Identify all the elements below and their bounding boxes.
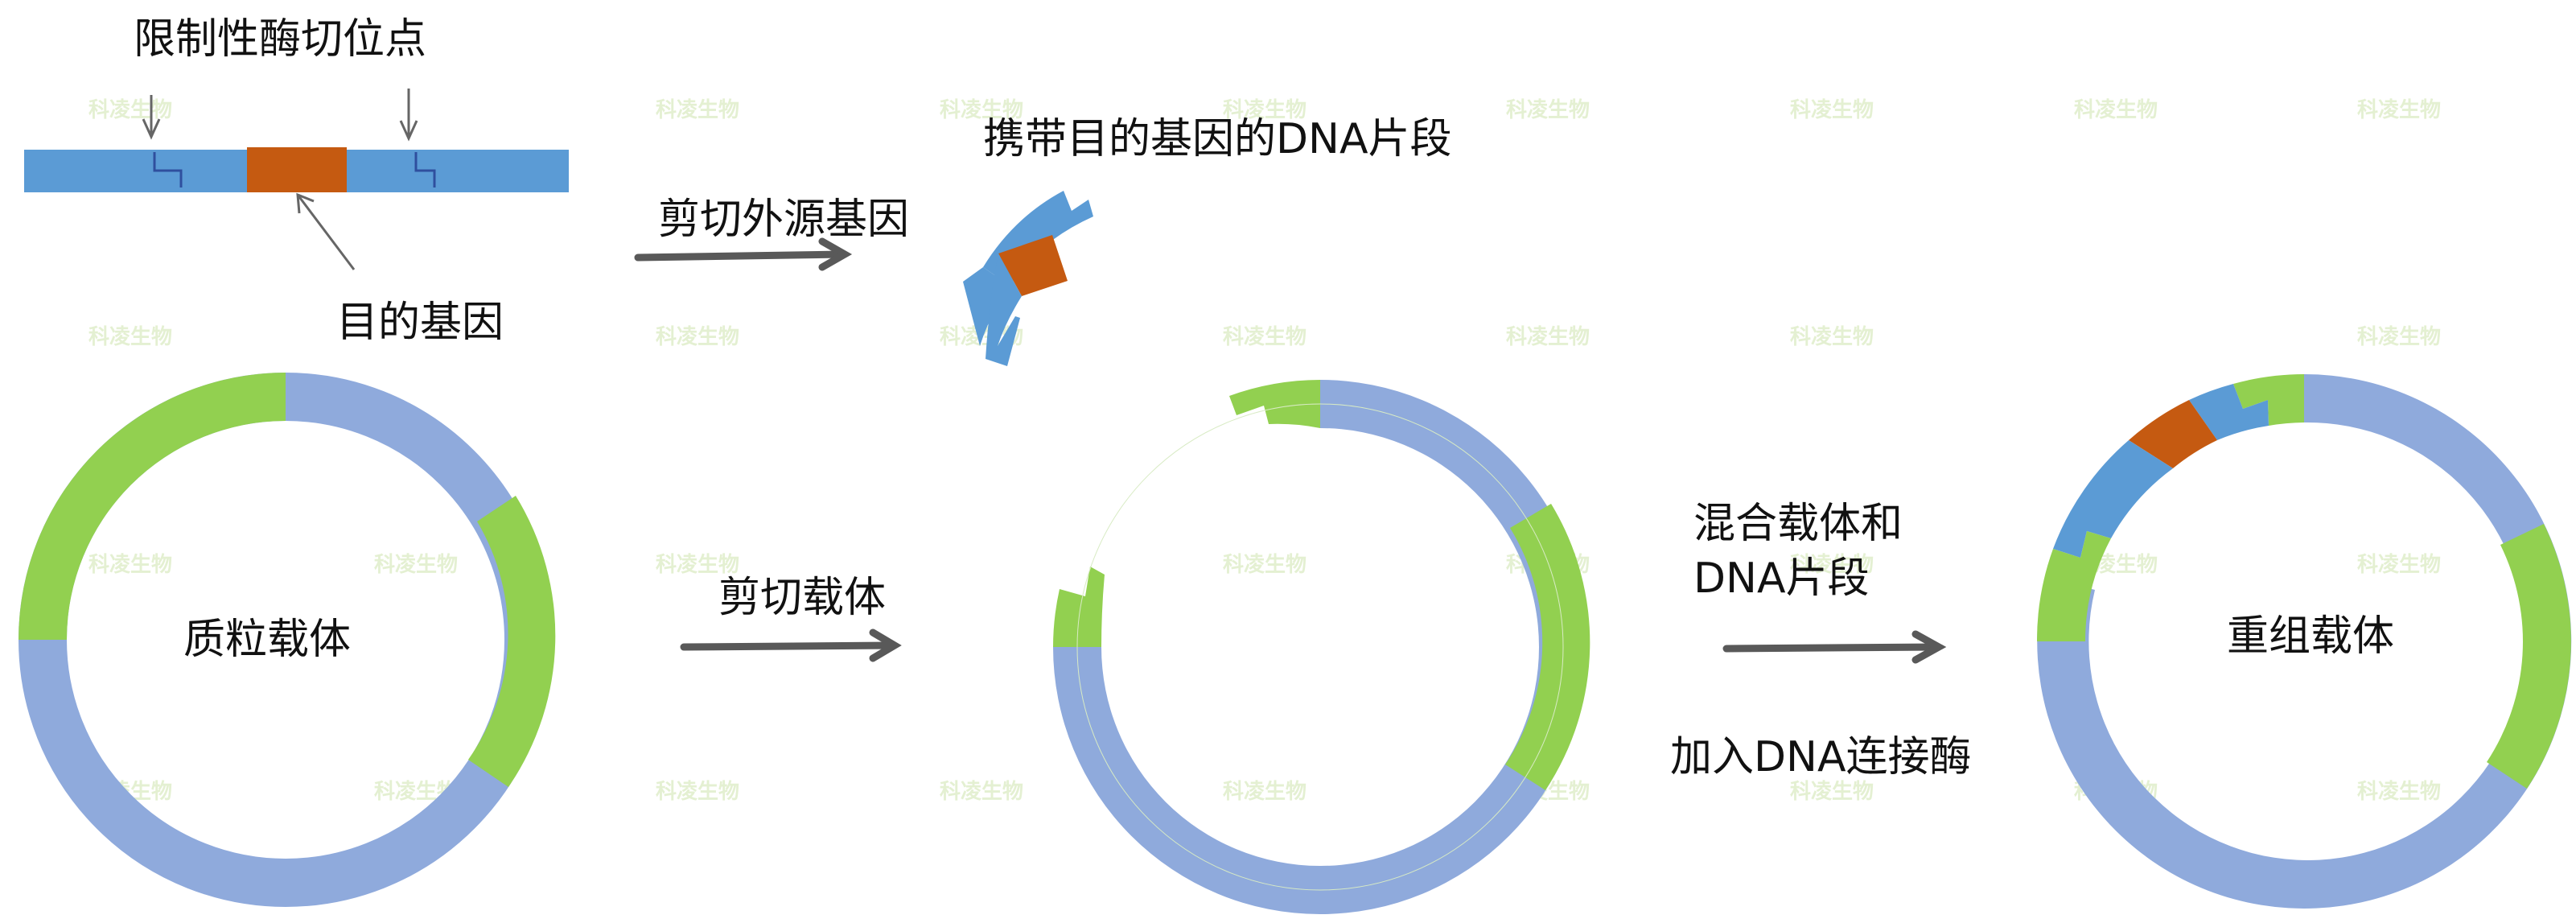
svg-text:科凌生物: 科凌生物 bbox=[2074, 98, 2158, 122]
mix-label-line2: DNA片段 bbox=[1693, 554, 1870, 603]
cut-foreign-gene-label: 剪切外源基因 bbox=[658, 196, 909, 244]
target-gene-segment bbox=[247, 147, 347, 192]
target-gene-label: 目的基因 bbox=[336, 299, 504, 347]
cut-site-left-icon bbox=[153, 152, 183, 188]
dna-fragment-label: 携带目的基因的DNA片段 bbox=[983, 115, 1452, 163]
svg-text:科凌生物: 科凌生物 bbox=[656, 553, 739, 577]
plasmid-vector-label: 质粒载体 bbox=[183, 616, 351, 664]
svg-text:科凌生物: 科凌生物 bbox=[1506, 325, 1590, 349]
svg-text:科凌生物: 科凌生物 bbox=[1790, 98, 1874, 122]
process-arrow-icon bbox=[1722, 630, 1947, 664]
svg-text:科凌生物: 科凌生物 bbox=[1223, 325, 1307, 349]
svg-text:科凌生物: 科凌生物 bbox=[88, 98, 172, 122]
svg-text:科凌生物: 科凌生物 bbox=[940, 780, 1023, 804]
svg-text:科凌生物: 科凌生物 bbox=[656, 325, 739, 349]
svg-text:科凌生物: 科凌生物 bbox=[1223, 780, 1307, 804]
svg-text:科凌生物: 科凌生物 bbox=[940, 98, 1023, 122]
svg-text:科凌生物: 科凌生物 bbox=[656, 98, 739, 122]
plasmid-vector-ring bbox=[19, 373, 556, 907]
pointer-arrows bbox=[142, 89, 418, 270]
svg-text:科凌生物: 科凌生物 bbox=[1223, 553, 1307, 577]
cut-vector-ring bbox=[1053, 380, 1590, 914]
svg-text:科凌生物: 科凌生物 bbox=[88, 553, 172, 577]
foreign-dna-strand bbox=[24, 147, 569, 192]
svg-text:科凌生物: 科凌生物 bbox=[88, 325, 172, 349]
svg-text:科凌生物: 科凌生物 bbox=[1506, 98, 1590, 122]
svg-text:科凌生物: 科凌生物 bbox=[1790, 780, 1874, 804]
process-arrow-icon bbox=[680, 628, 902, 662]
dna-fragment-arc bbox=[963, 191, 1093, 366]
cut-vector-label: 剪切载体 bbox=[718, 574, 886, 622]
svg-text:科凌生物: 科凌生物 bbox=[1790, 325, 1874, 349]
svg-text:科凌生物: 科凌生物 bbox=[374, 553, 458, 577]
arrow-up-left-icon bbox=[296, 192, 356, 270]
mix-label-line1: 混合载体和 bbox=[1693, 500, 1903, 548]
recombinant-vector-ring bbox=[2036, 373, 2572, 909]
restriction-sites-label: 限制性酶切位点 bbox=[134, 15, 426, 64]
recombinant-vector-label: 重组载体 bbox=[2227, 612, 2394, 661]
svg-text:科凌生物: 科凌生物 bbox=[2357, 98, 2441, 122]
arrow-down-icon bbox=[399, 89, 418, 142]
svg-text:科凌生物: 科凌生物 bbox=[2357, 780, 2441, 804]
process-arrow-icon bbox=[634, 237, 853, 271]
svg-text:科凌生物: 科凌生物 bbox=[1223, 98, 1307, 122]
add-ligase-label: 加入DNA连接酶 bbox=[1670, 733, 1972, 781]
cut-site-right-icon bbox=[414, 152, 436, 188]
svg-text:科凌生物: 科凌生物 bbox=[2357, 325, 2441, 349]
svg-text:科凌生物: 科凌生物 bbox=[656, 780, 739, 804]
svg-text:科凌生物: 科凌生物 bbox=[1790, 553, 1874, 577]
arrow-down-icon bbox=[142, 95, 161, 140]
svg-text:科凌生物: 科凌生物 bbox=[2357, 553, 2441, 577]
